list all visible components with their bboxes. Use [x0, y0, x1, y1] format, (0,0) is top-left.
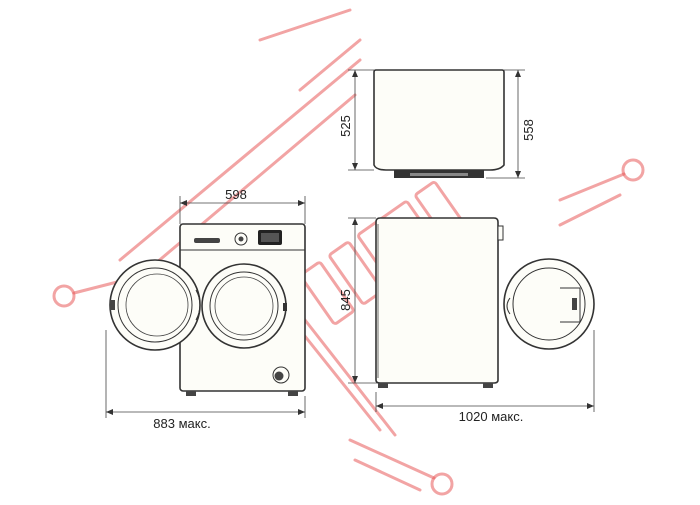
front-view: [105, 196, 306, 418]
label-width: 598: [225, 187, 247, 202]
watermark-logo: [52, 8, 645, 496]
label-side-depth-open: 1020 макс.: [459, 409, 524, 424]
label-front-width-open: 883 макс.: [153, 416, 210, 431]
label-height: 845: [338, 289, 353, 311]
label-top-depth-full: 558: [521, 119, 536, 141]
side-view: [348, 217, 595, 412]
top-view: [348, 69, 525, 179]
label-top-depth: 525: [338, 115, 353, 137]
